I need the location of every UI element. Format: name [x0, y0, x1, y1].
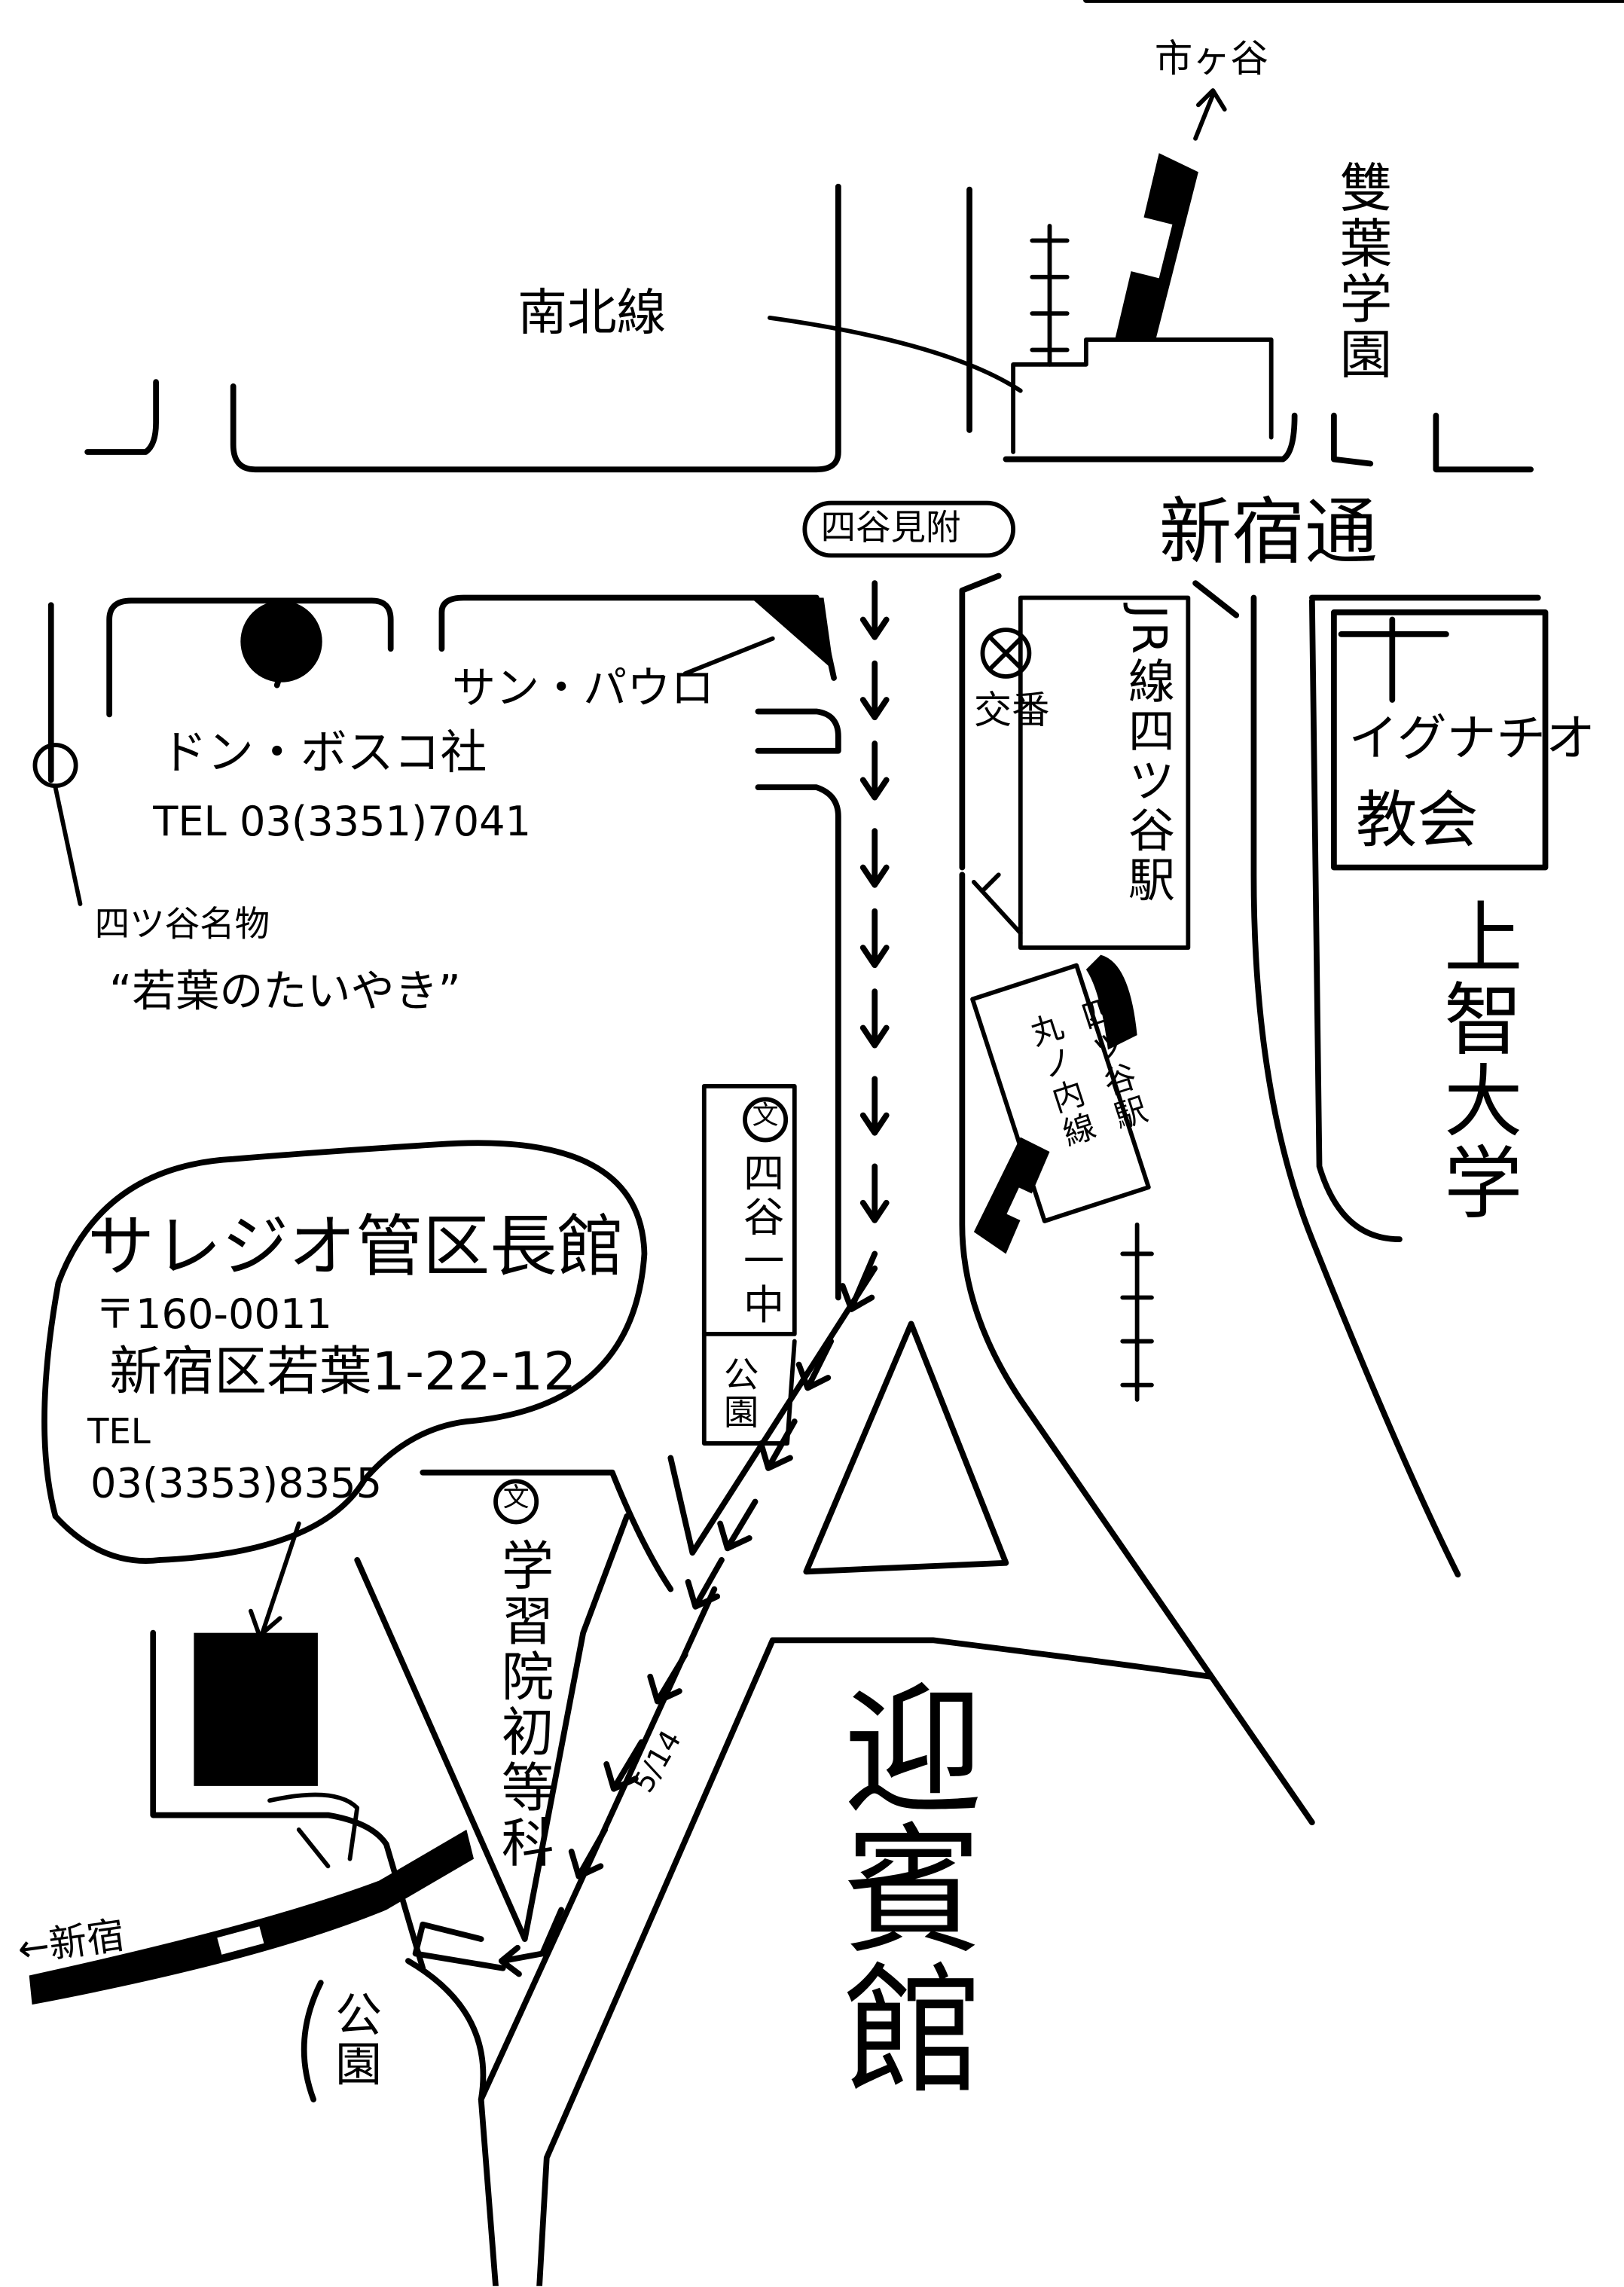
marunouchi-line	[1085, 954, 1137, 1050]
jr-station-box	[1018, 595, 1191, 950]
school-mark: 文	[752, 1101, 779, 1131]
road	[755, 708, 841, 754]
road	[959, 573, 1002, 871]
road	[1192, 580, 1240, 618]
park-outline	[301, 1958, 487, 2102]
label-nanboku: 南北線	[517, 284, 667, 343]
road	[1433, 412, 1534, 473]
marker-stem	[273, 667, 285, 689]
address-balloon	[41, 1140, 648, 1564]
label-yotsuya-chu: 四谷一中	[737, 1151, 786, 1327]
school-icon	[493, 1479, 539, 1525]
destination-tel: 03(3353)8355	[90, 1459, 383, 1508]
koban-x	[988, 634, 1024, 672]
arrow-up-icon	[1193, 88, 1227, 141]
road	[1003, 412, 1298, 463]
walking-route-arrows	[498, 580, 890, 1977]
rail-track	[1030, 224, 1070, 367]
pointer-line	[682, 636, 775, 676]
road	[1250, 594, 1461, 1578]
road	[959, 872, 1315, 1826]
destination-postal: 〒160-0011	[94, 1290, 332, 1339]
mitsuke-bubble	[802, 500, 1016, 558]
path-arrow	[267, 1792, 360, 1869]
road	[1331, 412, 1374, 467]
label-sao-paulo: サン・パウロ	[451, 663, 715, 715]
marunouchi-box	[970, 963, 1151, 1223]
road	[150, 1629, 426, 1971]
road	[412, 1921, 506, 1971]
school-icon	[743, 1097, 789, 1143]
ignatius-box	[1331, 609, 1549, 871]
gakushuin-block	[354, 1469, 674, 1942]
label-sophia: 上智大学	[1430, 896, 1522, 1223]
label-don-bosco: ドン・ボスコ社	[160, 724, 487, 780]
subway-line-gap	[1119, 214, 1173, 279]
label-ichigaya: 市ヶ谷	[1154, 38, 1268, 82]
label-don-bosco-tel: TEL 03(3351)7041	[153, 797, 532, 846]
label-koban: 交番	[973, 689, 1050, 734]
pointer-line	[53, 785, 83, 906]
destination-address: 新宿区若葉1-22-12	[109, 1342, 577, 1403]
nanboku-station	[1011, 337, 1274, 454]
label-shinjuku-dori: 新宿通	[1158, 490, 1378, 575]
destination-building	[194, 1632, 318, 1786]
road	[230, 183, 841, 473]
road	[667, 1265, 878, 1556]
rail-track	[971, 872, 1154, 1402]
koban-icon	[980, 627, 1032, 679]
triangle-plaza	[803, 1321, 1009, 1575]
label-taiyaki: “若葉のたいやき”	[109, 966, 461, 1018]
marunouchi-line-gap	[1006, 1187, 1040, 1224]
school-box	[701, 1083, 797, 1336]
road	[769, 1637, 1213, 1680]
road	[755, 784, 841, 1301]
building	[750, 597, 835, 671]
road	[1308, 597, 1403, 1242]
label-mitsuke: 四谷見附	[820, 507, 961, 548]
pointer-line	[767, 316, 1023, 393]
label-ignatius-2: 教会	[1355, 784, 1479, 856]
cross-icon	[1338, 616, 1449, 703]
label-park-2: 公園	[328, 1989, 384, 2090]
shinjuku-rail-gap	[217, 1926, 264, 1955]
road	[106, 597, 394, 718]
shinjuku-rail	[29, 1829, 475, 2005]
marunouchi-line	[973, 1137, 1050, 1254]
don-bosco-marker	[240, 600, 322, 682]
label-gakushuin: 学習院初等科	[493, 1537, 553, 1871]
label-jr-station: JR線四ツ谷駅	[1121, 605, 1177, 905]
road	[84, 379, 159, 455]
label-futaba: 雙葉学園	[1331, 160, 1391, 383]
road	[536, 1637, 776, 2286]
destination-name: サレジオ管区長館	[87, 1207, 624, 1287]
road	[438, 594, 837, 681]
park-box	[701, 1331, 797, 1446]
destination-tel-label: TEL	[87, 1411, 151, 1452]
school-mark: 文	[502, 1482, 530, 1513]
label-meibutsu: 四ツ谷名物	[94, 903, 270, 945]
taiyaki-marker	[32, 743, 78, 789]
label-geihinkan: 迎賓館	[819, 1676, 983, 2097]
label-park: 公園	[717, 1355, 759, 1432]
label-ignatius-1: イグナチオ	[1348, 710, 1595, 768]
